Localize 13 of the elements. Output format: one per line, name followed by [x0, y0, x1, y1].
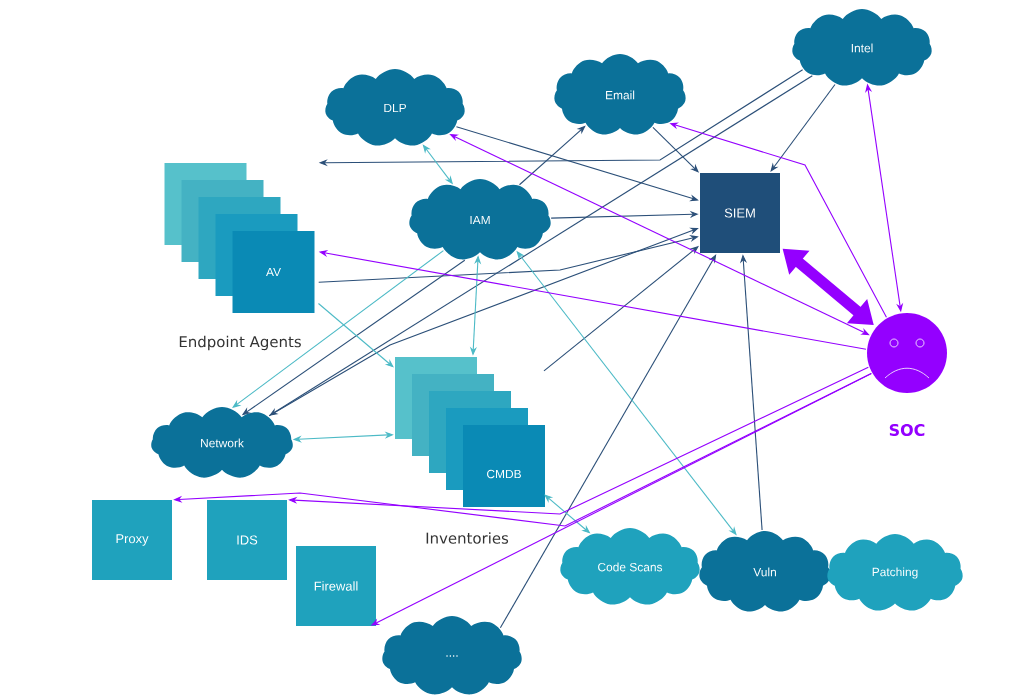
arrow — [770, 83, 836, 172]
system-box: SIEM — [700, 173, 780, 253]
system-box: Proxy — [92, 500, 172, 580]
role-label: SOC — [889, 423, 925, 436]
caption-text: Inventories — [426, 532, 509, 544]
stacked-boxes: AV — [164, 163, 315, 313]
arrow — [232, 250, 444, 408]
arrow — [499, 254, 717, 629]
stacked-boxes: CMDB — [395, 357, 545, 507]
arrow — [269, 75, 813, 416]
system-box: Firewall — [296, 546, 376, 626]
caption-text: Endpoint Agents — [179, 335, 301, 351]
system-box: IDS — [207, 500, 287, 580]
